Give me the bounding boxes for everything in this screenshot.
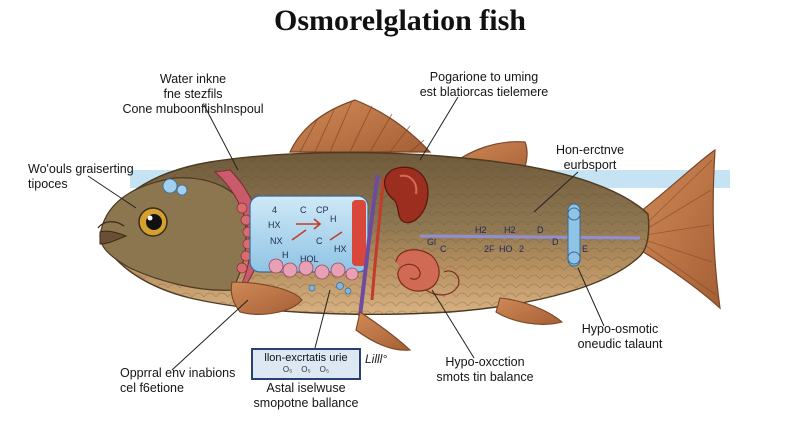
label-lill: Lilll° (365, 352, 388, 366)
label-vessels: Wo'ouls graiserting tipoces (28, 162, 134, 192)
kidney (384, 166, 429, 224)
label-pogarione-line-1: Pogarione to uming (429, 70, 539, 84)
label-vessels-line-1: Wo'ouls graiserting (28, 162, 134, 176)
label-hypo-osmotic-line-2: oneudic talaunt (577, 337, 663, 351)
label-water-intake-line-3: Cone muboonflishInspoul (122, 102, 264, 116)
callout-box: llon-excrtatis urie O₅ O₅ O₅ (251, 348, 361, 380)
svg-text:HOL: HOL (300, 254, 319, 264)
anal-fin (495, 297, 564, 325)
leader-lines (87, 96, 605, 371)
gill-arrows (291, 218, 343, 241)
dorsal-fin (289, 99, 432, 153)
svg-text:2F: 2F (484, 244, 495, 254)
label-opprral-line-1: Opprral env inabions (120, 366, 236, 380)
vessel-purple (358, 174, 380, 317)
blue-droplets (308, 282, 352, 295)
svg-text:4: 4 (272, 205, 277, 215)
callout-sub-2: O₅ (301, 365, 311, 374)
vessel-red (370, 177, 386, 301)
tail-fin (639, 148, 721, 310)
label-ion-excretion-line-1: Hon-erctnve (555, 143, 625, 157)
svg-text:H2: H2 (475, 225, 487, 235)
svg-text:C: C (316, 236, 323, 246)
callout-box-subs: O₅ O₅ O₅ (253, 365, 359, 374)
callout-box-title: llon-excrtatis urie (264, 352, 348, 364)
water-droplets-top (162, 178, 188, 196)
lips (97, 221, 125, 229)
svg-text:HX: HX (334, 244, 347, 254)
label-hypo-osmotic: Hypo-osmotic oneudic talaunt (560, 322, 680, 352)
label-opprral-line-2: cel f6etione (120, 381, 184, 395)
label-astal-line-1: Astal iselwuse (266, 381, 346, 395)
callout-sub-1: O₅ (282, 365, 293, 374)
label-hypo-excretion-line-2: smots tin balance (436, 370, 534, 384)
svg-text:HX: HX (268, 220, 281, 230)
label-pogarione-line-2: est blatiorcas tielemere (419, 85, 549, 99)
svg-text:D: D (537, 225, 544, 235)
svg-text:HO: HO (499, 244, 513, 254)
svg-text:D: D (552, 237, 559, 247)
page-title: Osmorelglation fish (274, 4, 526, 37)
svg-text:CP: CP (316, 205, 329, 215)
label-vessels-line-2: tipoces (28, 177, 68, 191)
svg-text:C: C (300, 205, 307, 215)
svg-text:2: 2 (519, 244, 524, 254)
label-hypo-excretion-line-1: Hypo-oxcction (445, 355, 525, 369)
svg-text:C: C (440, 244, 447, 254)
label-ion-excretion-line-2: eurbsport (563, 158, 617, 172)
callout-sub-3: O₅ (319, 365, 330, 374)
label-astal-line-2: smopotne ballance (253, 396, 359, 410)
svg-text:H2: H2 (504, 225, 516, 235)
tail-fin-rays (644, 159, 717, 296)
label-astal: Astal iselwuse smopotne ballance (236, 381, 376, 411)
lateral-stripe (419, 234, 641, 240)
svg-text:Gl: Gl (427, 237, 436, 247)
dorsal-fin-rays (299, 100, 425, 153)
gill-chamber-text: 4 C CP HX H NX C HX H HOL (268, 205, 347, 264)
label-opprral: Opprral env inabions cel f6etione (120, 366, 235, 396)
pectoral-fin (230, 281, 303, 315)
pelvic-fin (355, 311, 412, 351)
intestine (395, 249, 460, 296)
kidney-highlight (399, 174, 418, 195)
label-water-intake-line-2: fne stezfils (163, 87, 223, 101)
svg-text:NX: NX (270, 236, 283, 246)
label-water-intake: Water inkne fne stezfils Cone muboonflis… (108, 72, 278, 117)
label-ion-excretion: Hon-erctnve eurbsport (530, 143, 650, 173)
mouth (99, 230, 128, 245)
tail-vessel (567, 203, 581, 267)
label-pogarione: Pogarione to uming est blatiorcas tielem… (398, 70, 570, 100)
gill-chamber-red-wall (352, 200, 366, 266)
label-water-intake-line-1: Water inkne (159, 72, 227, 86)
eye-highlight (147, 215, 153, 221)
label-hypo-excretion: Hypo-oxcction smots tin balance (420, 355, 550, 385)
label-hypo-osmotic-line-1: Hypo-osmotic (581, 322, 659, 336)
svg-text:H: H (330, 214, 337, 224)
svg-text:H: H (282, 250, 289, 260)
svg-text:E: E (582, 244, 588, 254)
cells (268, 258, 359, 281)
